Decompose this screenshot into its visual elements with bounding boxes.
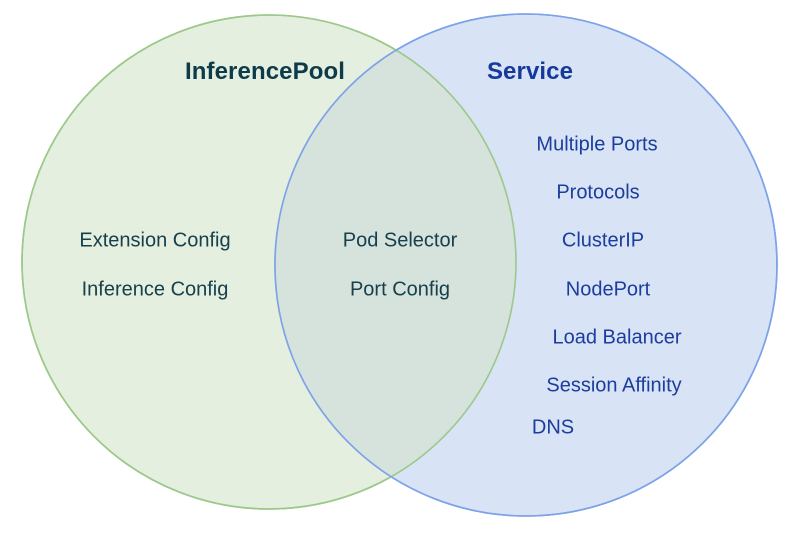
intersection-item-port-config: Port Config <box>349 278 451 301</box>
right-item-session-affinity: Session Affinity <box>546 374 682 397</box>
right-item-protocols: Protocols <box>556 181 640 204</box>
right-item-nodeport: NodePort <box>565 278 651 301</box>
right-item-multiple-ports: Multiple Ports <box>536 133 658 156</box>
left-item-inference-config: Inference Config <box>81 278 229 301</box>
intersection-item-pod-selector: Pod Selector <box>342 229 458 252</box>
right-circle-title: Service <box>486 58 574 85</box>
right-item-dns: DNS <box>531 416 575 439</box>
intersection-shape <box>275 15 516 509</box>
right-item-load-balancer: Load Balancer <box>552 326 682 349</box>
left-item-extension-config: Extension Config <box>79 229 231 252</box>
right-item-clusterip: ClusterIP <box>561 229 645 252</box>
left-circle-title: InferencePool <box>184 58 346 85</box>
left-circle-outline <box>21 14 517 510</box>
right-circle-outline <box>274 13 778 517</box>
